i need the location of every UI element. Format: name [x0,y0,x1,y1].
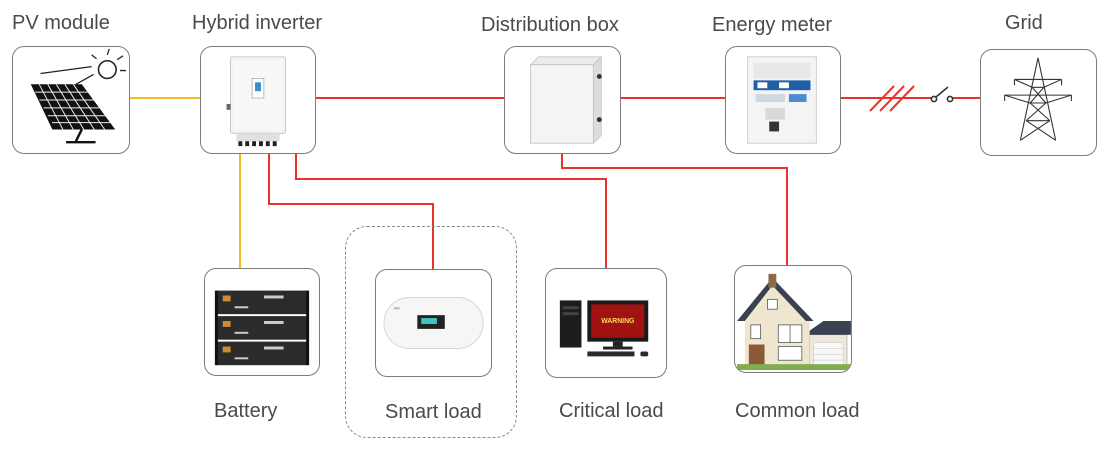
warning-screen-text: WARNING [601,318,634,325]
smart-load-node[interactable] [375,269,492,377]
house-icon [737,273,851,371]
energy-meter-label: Energy meter [712,14,833,36]
solar-panel-icon [30,48,126,144]
distribution-box-node[interactable] [504,46,621,154]
hybrid-inverter-node[interactable] [200,46,316,154]
inverter-to-smart-load-line [268,154,434,269]
grid-label: Grid [1005,12,1043,34]
distribution-box-label: Distribution box [481,14,619,36]
smart-load-group [345,226,517,438]
energy-meter-icon [747,56,817,144]
critical-load-label: Critical load [559,400,664,422]
transmission-tower-icon [1004,57,1072,141]
three-phase-mark [869,85,915,112]
energy-meter-node[interactable] [725,46,841,154]
inverter-to-critical-load-line [295,154,607,268]
pv-module-node[interactable] [12,46,130,154]
common-load-label: Common load [735,400,860,422]
critical-load-node[interactable]: WARNING [545,268,667,378]
distribution-to-common-load-line [561,154,788,265]
pv-module-label: PV module [12,12,110,34]
hybrid-inverter-label: Hybrid inverter [192,12,323,34]
water-heater-icon [383,296,484,350]
computer-icon: WARNING [559,300,649,357]
common-load-node[interactable] [734,265,852,373]
smart-load-label: Smart load [385,401,482,423]
battery-node[interactable] [204,268,320,376]
grid-node[interactable] [980,49,1097,156]
battery-stack-icon [214,290,310,366]
distribution-box-icon [529,55,603,145]
battery-label: Battery [214,400,278,422]
grid-switch-icon [930,86,954,103]
inverter-icon [226,56,286,147]
